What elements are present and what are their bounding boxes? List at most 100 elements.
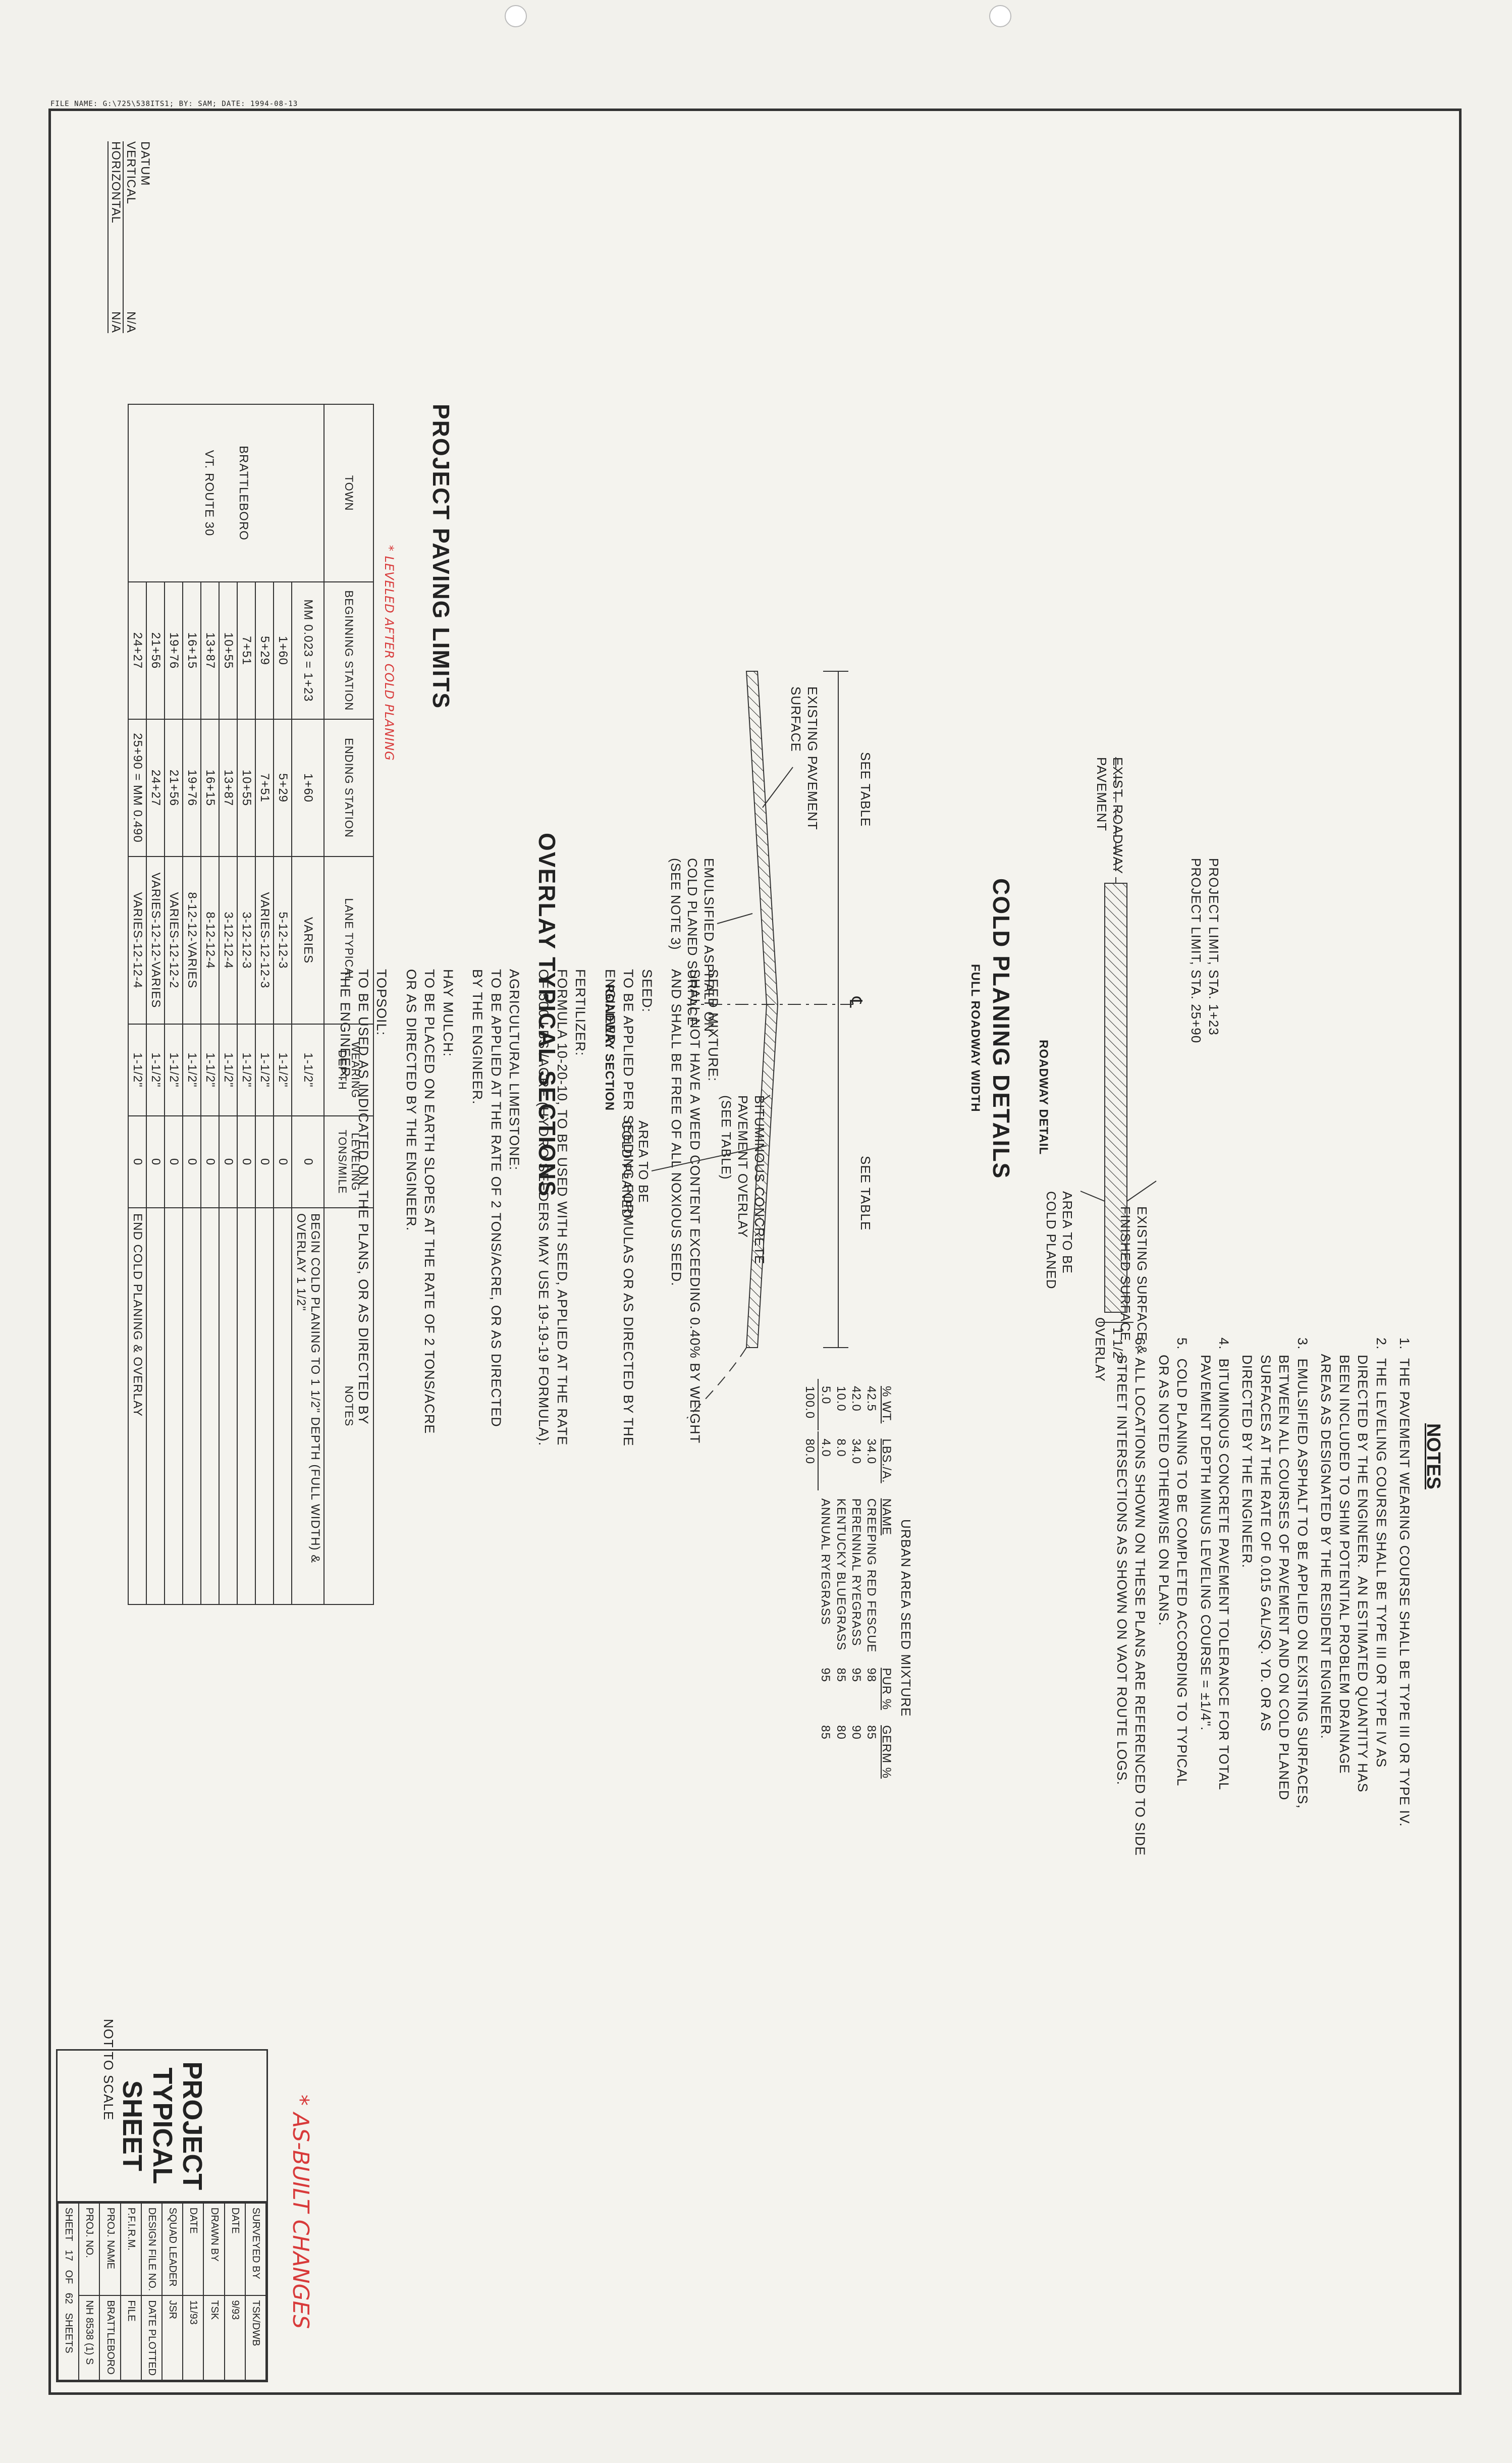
column-header: BEGINNING STATION: [324, 582, 373, 719]
red-annotation-leveled: * LEVELED AFTER COLD PLANING: [382, 545, 396, 761]
table-cell: VARIES-12-12-4: [128, 856, 146, 1024]
table-cell: 10+55: [237, 719, 255, 856]
notes-title: NOTES: [1423, 1423, 1444, 1489]
seed-header: PUR %: [880, 1668, 894, 1710]
seed-mixture: URBAN AREA SEED MIXTURE % WT. LBS./A. NA…: [802, 1378, 914, 1787]
table-cell: 1-1/2": [219, 1024, 237, 1116]
datum-horizontal-label: HORIZONTAL: [109, 141, 123, 224]
note-item: 5. COLD PLANING TO BE COMPLETED ACCORDIN…: [1156, 1337, 1190, 1787]
seed-cell: 98: [865, 1668, 879, 1683]
table-cell: 0: [183, 1116, 201, 1208]
table-cell: [165, 1208, 183, 1604]
column-header: NOTES: [324, 1208, 373, 1604]
note-item: 1. THE PAVEMENT WEARING COURSE SHALL BE …: [1397, 1337, 1412, 1827]
table-cell: VARIES-12-12-VARIES: [146, 856, 165, 1024]
datum-box: DATUM VERTICAL N/A HORIZONTAL N/A: [107, 141, 152, 333]
tb-label: PROJ. NAME: [99, 2203, 121, 2296]
seed-cell: 85: [865, 1725, 879, 1740]
table-cell: 0: [201, 1116, 219, 1208]
seed-cell: 85: [819, 1725, 833, 1740]
spec-paragraph: HAY MULCH: TO BE PLACED ON EARTH SLOPES …: [403, 969, 456, 1434]
note-item: 6. ALL LOCATIONS SHOWN ON THESE PLANS AR…: [1114, 1337, 1148, 1856]
table-cell: 7+51: [237, 582, 255, 719]
section-label-area: AREA TO BE: [636, 1120, 651, 1203]
datum-label: DATUM: [138, 141, 152, 186]
table-cell: 10+55: [219, 582, 237, 719]
table-cell: 5+29: [274, 719, 292, 856]
column-header: LANE TYPICAL: [324, 856, 373, 1024]
table-cell: 1-1/2": [292, 1024, 324, 1116]
detail-label-limit2: PROJECT LIMIT, STA. 25+90: [1189, 858, 1204, 1044]
table-cell: 0: [255, 1116, 274, 1208]
note-item: 2. THE LEVELING COURSE SHALL BE TYPE III…: [1318, 1337, 1389, 1793]
table-cell: 16+15: [183, 582, 201, 719]
table-cell: 24+27: [146, 719, 165, 856]
seed-cell: 42.5: [865, 1386, 879, 1412]
datum-vertical-row: VERTICAL N/A: [123, 141, 138, 333]
table-cell: 16+15: [201, 719, 219, 856]
section-see-table-left: SEE TABLE: [858, 752, 873, 827]
table-cell: 7+51: [255, 719, 274, 856]
drawing-sheet: NOTES 1. THE PAVEMENT WEARING COURSE SHA…: [48, 109, 1462, 2395]
detail-label-cold-planed: COLD PLANED: [1044, 1191, 1059, 1290]
table-cell: [146, 1208, 165, 1604]
title-word: PROJECT: [177, 2061, 208, 2190]
table-cell: BEGIN COLD PLANING TO 1 1/2" DEPTH (FULL…: [292, 1208, 324, 1604]
note-item: 4. BITUMINOUS CONCRETE PAVEMENT TOLERANC…: [1198, 1337, 1232, 1791]
table-cell: 1-1/2": [274, 1024, 292, 1116]
roadway-detail-drawing: [1080, 757, 1157, 1323]
datum-vertical-value: N/A: [124, 311, 138, 333]
table-cell: [183, 1208, 201, 1604]
table-cell: 8-12-12-VARIES: [183, 856, 201, 1024]
tb-label: DATE: [224, 2203, 245, 2296]
seed-cell: 85: [834, 1668, 848, 1683]
tb-label: PROJ. NO.: [79, 2203, 100, 2296]
table-cell: MM 0.023 = 1+23: [292, 582, 324, 719]
tb-label: SHEETS: [63, 2313, 75, 2353]
table-cell: 5+29: [255, 582, 274, 719]
detail-label-limit1: PROJECT LIMIT, STA. 1+23: [1206, 858, 1221, 1036]
tb-label: DATE PLOTTED: [141, 2295, 163, 2380]
table-cell: 1-1/2": [146, 1024, 165, 1116]
seed-total-cell: 80.0: [803, 1438, 817, 1465]
tb-label: SURVEYED BY: [245, 2203, 266, 2296]
datum-horizontal-value: N/A: [109, 311, 123, 333]
table-cell: 0: [146, 1116, 165, 1208]
table-cell: 1-1/2": [255, 1024, 274, 1116]
table-cell: 1-1/2": [183, 1024, 201, 1116]
title-word: SHEET: [117, 2080, 148, 2171]
table-cell: 0: [237, 1116, 255, 1208]
tb-value: 62: [63, 2292, 75, 2305]
tb-label: DRAWN BY: [203, 2203, 225, 2296]
table-cell: 21+56: [146, 582, 165, 719]
tb-sheet-row: SHEET 17 OF 62 SHEETS: [58, 2203, 79, 2380]
seed-cell: PERENNIAL RYEGRASS: [849, 1498, 863, 1646]
column-header: LEVELING TONS/MILE: [324, 1116, 373, 1208]
table-cell: 21+56: [165, 719, 183, 856]
route-name: VT. ROUTE 30: [202, 450, 216, 537]
table-cell: 1-1/2": [201, 1024, 219, 1116]
table-cell: 19+76: [183, 719, 201, 856]
table-cell: 1-1/2": [237, 1024, 255, 1116]
seed-cell: 4.0: [818, 1431, 833, 1490]
table-cell: 0: [165, 1116, 183, 1208]
cold-planing-subtitle: FULL ROADWAY WIDTH: [968, 964, 982, 1112]
seed-cell: 80: [834, 1725, 848, 1740]
tb-label: P.F.I.R.M.: [120, 2203, 141, 2296]
binder-hole: [505, 5, 527, 27]
tb-value: 11/93: [183, 2295, 204, 2380]
seed-cell: KENTUCKY BLUEGRASS: [834, 1498, 848, 1651]
notes-list: 1. THE PAVEMENT WEARING COURSE SHALL BE …: [1112, 1337, 1414, 1883]
seed-header: % WT.: [880, 1386, 894, 1424]
table-cell: 8-12-12-4: [201, 856, 219, 1024]
